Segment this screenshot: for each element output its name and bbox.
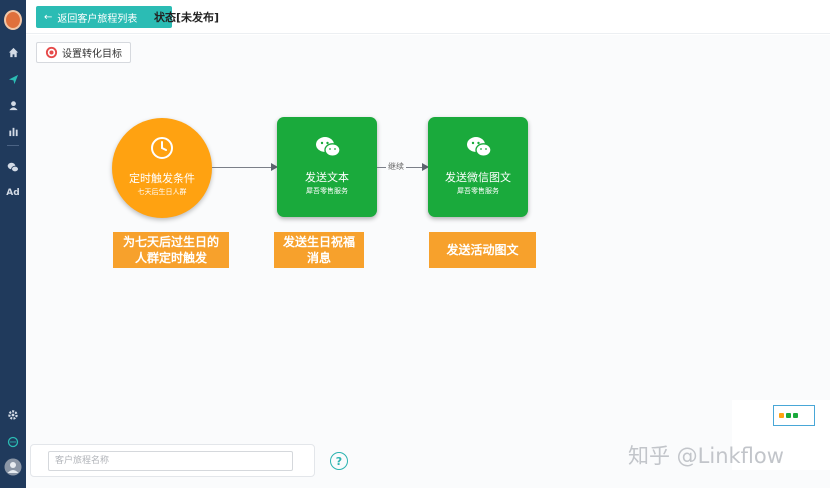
logo-icon[interactable]: [4, 10, 22, 30]
send-icon[interactable]: [0, 70, 26, 88]
send-article-subtitle: 犀吾零售服务: [457, 187, 499, 195]
bar-chart-icon[interactable]: [0, 122, 26, 140]
minimap-node: [786, 413, 791, 418]
arrow-head-icon: [422, 163, 429, 171]
wechat-icon: [467, 137, 492, 157]
minimap-node: [793, 413, 798, 418]
send-text-title: 发送文本: [305, 171, 349, 184]
top-bar: ← 返回客户旅程列表 状态[未发布]: [26, 0, 830, 34]
trigger-node[interactable]: 定时触发条件 七天后生日人群: [112, 118, 212, 218]
wechat-icon: [316, 137, 341, 157]
target-icon: [45, 46, 58, 59]
arrow-left-icon: ←: [44, 11, 53, 23]
gear-icon[interactable]: [0, 406, 26, 424]
send-text-subtitle: 犀吾零售服务: [306, 187, 348, 195]
annotation-note: 发送活动图文: [429, 232, 536, 268]
minimap-node: [779, 413, 784, 418]
minimap[interactable]: [732, 400, 830, 470]
watermark: 知乎 @Linkflow: [628, 444, 784, 468]
edge-label: 继续: [386, 161, 406, 172]
annotation-note: 为七天后过生日的人群定时触发: [113, 232, 229, 268]
minimap-viewport[interactable]: [773, 405, 815, 426]
avatar-icon[interactable]: [0, 458, 26, 476]
back-to-journey-list-button[interactable]: ← 返回客户旅程列表: [36, 6, 172, 28]
set-conversion-goal-button[interactable]: 设置转化目标: [36, 42, 131, 63]
send-article-title: 发送微信图文: [445, 171, 511, 184]
help-icon[interactable]: ?: [330, 452, 348, 470]
ad-icon[interactable]: Ad: [6, 188, 20, 198]
sidebar: Ad: [0, 0, 26, 488]
back-button-label: 返回客户旅程列表: [57, 13, 138, 25]
goal-button-label: 设置转化目标: [62, 49, 122, 60]
trigger-title: 定时触发条件: [129, 172, 195, 185]
annotation-note: 发送生日祝福消息: [274, 232, 364, 268]
journey-name-input[interactable]: [48, 451, 293, 471]
chat-icon[interactable]: [0, 433, 26, 451]
home-icon[interactable]: [0, 43, 26, 61]
arrow-head-icon: [271, 163, 278, 171]
send-text-node[interactable]: 发送文本 犀吾零售服务: [277, 117, 377, 217]
user-icon[interactable]: [0, 96, 26, 114]
clock-icon: [151, 137, 173, 159]
journey-canvas[interactable]: 设置转化目标 定时触发条件 七天后生日人群 发送文本 犀吾零售服务 继续: [26, 35, 830, 488]
trigger-subtitle: 七天后生日人群: [137, 188, 187, 196]
journey-name-panel: [30, 444, 315, 477]
send-wechat-article-node[interactable]: 发送微信图文 犀吾零售服务: [428, 117, 528, 217]
sidebar-divider: [7, 145, 19, 146]
flow-edge: [212, 167, 272, 168]
status-title: 状态[未发布]: [154, 11, 220, 24]
wechat-icon[interactable]: [0, 158, 26, 176]
